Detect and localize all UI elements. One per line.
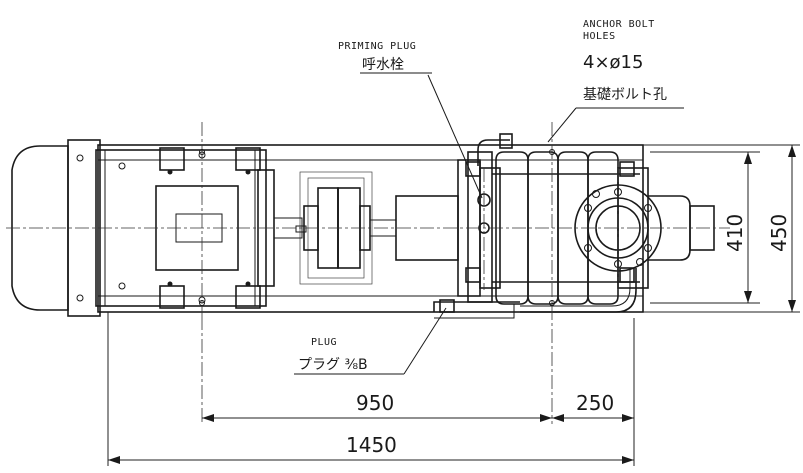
priming-plug-label-jp: 呼水栓 (362, 57, 404, 73)
anchor-bolt-spec: 4×ø15 (583, 52, 643, 73)
dimensions (107, 144, 800, 466)
dim-450: 450 (767, 214, 791, 252)
dim-250: 250 (576, 391, 614, 415)
dim-410: 410 (723, 214, 747, 252)
anchor-bolt-label-en-1: ANCHOR BOLT (583, 19, 655, 30)
anchor-bolt-label-en-2: HOLES (583, 31, 616, 42)
plug-label-en: PLUG (311, 337, 337, 348)
dim-950: 950 (356, 391, 394, 415)
motor (11, 139, 275, 317)
priming-plug-label-en: PRIMING PLUG (338, 41, 416, 52)
piping (433, 133, 637, 319)
dim-1450: 1450 (346, 433, 397, 457)
plug-label-jp: プラグ ⅜B (298, 357, 368, 373)
anchor-bolt-marks (199, 149, 555, 306)
leaders (294, 72, 684, 375)
anchor-bolt-label-jp: 基礎ボルト孔 (583, 86, 667, 103)
